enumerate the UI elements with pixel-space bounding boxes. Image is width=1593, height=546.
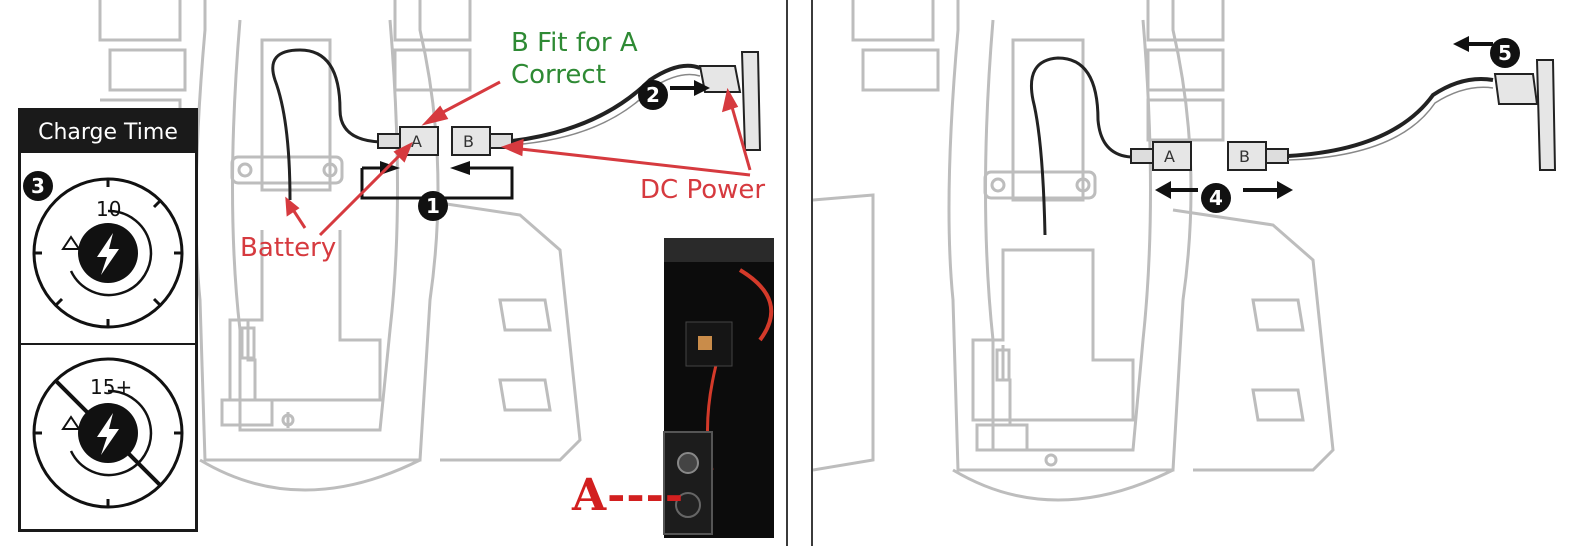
charge-dials [32,177,184,509]
battery-label: Battery [240,233,337,263]
step-2-marker: 2 [638,80,668,110]
battery-photo [663,238,774,538]
dial-short-value: 10 [96,197,122,221]
fit-label-line2: Correct [511,60,606,90]
connector-b-label: B [463,132,474,151]
photo-a-label: A---- [572,470,685,521]
step-3-marker: 3 [23,171,53,201]
ride-on-line-art-left [98,0,774,538]
step-1-marker: 1 [418,191,448,221]
dc-power-label: DC Power [640,175,766,205]
panel-divider-right [811,0,813,546]
left-panel: A B B Fit for A Correct DC Power Battery… [0,0,786,546]
dial-long-value: 15+ [90,375,133,399]
step-5-marker: 5 [1490,38,1520,68]
charge-panel-divider [21,343,195,345]
panel-divider-left [786,0,788,546]
connector-b-label-right: B [1239,147,1250,166]
connector-a-label: A [411,132,422,151]
ride-on-line-art-right [813,0,1557,502]
step-4-marker: 4 [1201,183,1231,213]
charge-time-panel: Charge Time 3 [18,108,198,532]
fit-label-line1: B Fit for A [511,28,638,58]
connector-a-label-right: A [1164,147,1175,166]
right-panel: A B 4 5 [813,0,1593,546]
charge-time-title: Charge Time [21,111,195,153]
